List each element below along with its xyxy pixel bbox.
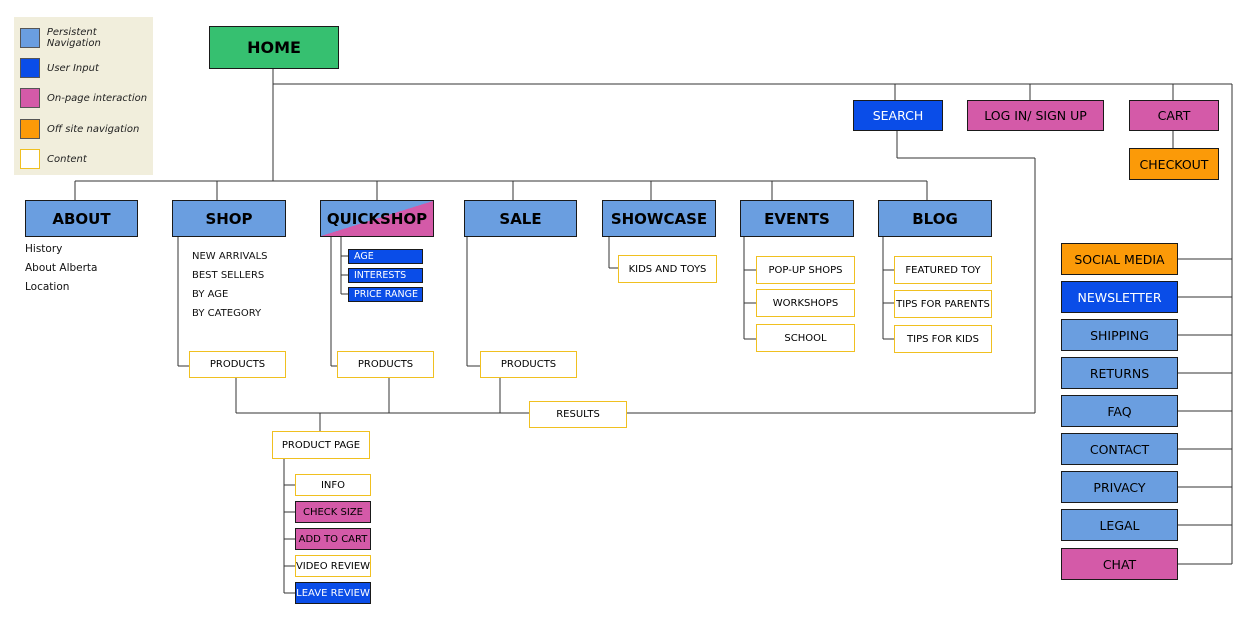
quickshop-node[interactable]: QUICKSHOP — [320, 200, 434, 237]
add-to-cart-node[interactable]: ADD TO CART — [295, 528, 371, 550]
kids-and-toys-node[interactable]: KIDS AND TOYS — [618, 255, 717, 283]
legend-label: Content — [47, 153, 87, 165]
shop-item: NEW ARRIVALS — [192, 251, 268, 262]
featured-toy-node[interactable]: FEATURED TOY — [894, 256, 992, 284]
checkout-node[interactable]: CHECKOUT — [1129, 148, 1219, 180]
legend-swatch-offsite — [20, 119, 40, 139]
about-item: Location — [25, 281, 70, 293]
quickshop-products-node[interactable]: PRODUCTS — [337, 351, 434, 378]
video-review-node[interactable]: VIDEO REVIEW — [295, 555, 371, 577]
shop-item: BY AGE — [192, 289, 229, 300]
legend-label: Persistent Navigation — [46, 27, 101, 49]
social-media-node[interactable]: SOCIAL MEDIA — [1061, 243, 1178, 275]
blog-node[interactable]: BLOG — [878, 200, 992, 237]
contact-node[interactable]: CONTACT — [1061, 433, 1178, 465]
legend-label: User Input — [47, 62, 99, 74]
leave-review-node[interactable]: LEAVE REVIEW — [295, 582, 371, 604]
home-node[interactable]: HOME — [209, 26, 339, 69]
legend-label: On-page interaction — [47, 92, 148, 104]
pop-up-shops-node[interactable]: POP-UP SHOPS — [756, 256, 855, 284]
about-item: History — [25, 243, 63, 255]
legend-user-input: User Input — [20, 56, 99, 80]
showcase-node[interactable]: SHOWCASE — [602, 200, 716, 237]
about-item: About Alberta — [25, 262, 98, 274]
filter-interests[interactable]: INTERESTS — [348, 268, 423, 283]
school-node[interactable]: SCHOOL — [756, 324, 855, 352]
tips-for-kids-node[interactable]: TIPS FOR KIDS — [894, 325, 992, 353]
sale-node[interactable]: SALE — [464, 200, 577, 237]
workshops-node[interactable]: WORKSHOPS — [756, 289, 855, 317]
login-signup-node[interactable]: LOG IN/ SIGN UP — [967, 100, 1104, 131]
faq-node[interactable]: FAQ — [1061, 395, 1178, 427]
legal-node[interactable]: LEGAL — [1061, 509, 1178, 541]
check-size-node[interactable]: CHECK SIZE — [295, 501, 371, 523]
legend-off-site-navigation: Off site navigation — [20, 117, 139, 141]
results-node[interactable]: RESULTS — [529, 401, 627, 428]
legend-swatch-input — [20, 58, 40, 78]
legend-swatch-content — [20, 149, 40, 169]
returns-node[interactable]: RETURNS — [1061, 357, 1178, 389]
product-page-node[interactable]: PRODUCT PAGE — [272, 431, 370, 459]
privacy-node[interactable]: PRIVACY — [1061, 471, 1178, 503]
shop-item: BEST SELLERS — [192, 270, 265, 281]
about-node[interactable]: ABOUT — [25, 200, 138, 237]
legend: Persistent Navigation User Input On-page… — [14, 17, 153, 175]
legend-label: Off site navigation — [47, 123, 140, 135]
cart-node[interactable]: CART — [1129, 100, 1219, 131]
legend-swatch-persistent — [20, 28, 40, 48]
shop-item: BY CATEGORY — [192, 308, 262, 319]
events-node[interactable]: EVENTS — [740, 200, 854, 237]
filter-price-range[interactable]: PRICE RANGE — [348, 287, 423, 302]
shipping-node[interactable]: SHIPPING — [1061, 319, 1178, 351]
sale-products-node[interactable]: PRODUCTS — [480, 351, 577, 378]
newsletter-node[interactable]: NEWSLETTER — [1061, 281, 1178, 313]
shop-node[interactable]: SHOP — [172, 200, 286, 237]
shop-products-node[interactable]: PRODUCTS — [189, 351, 286, 378]
legend-on-page-interaction: On-page interaction — [20, 86, 147, 110]
info-node[interactable]: INFO — [295, 474, 371, 496]
tips-for-parents-node[interactable]: TIPS FOR PARENTS — [894, 290, 992, 318]
legend-swatch-onpage — [20, 88, 40, 108]
chat-node[interactable]: CHAT — [1061, 548, 1178, 580]
filter-age[interactable]: AGE — [348, 249, 423, 264]
search-node[interactable]: SEARCH — [853, 100, 943, 131]
legend-persistent-navigation: Persistent Navigation — [20, 26, 153, 50]
legend-content: Content — [20, 147, 87, 171]
